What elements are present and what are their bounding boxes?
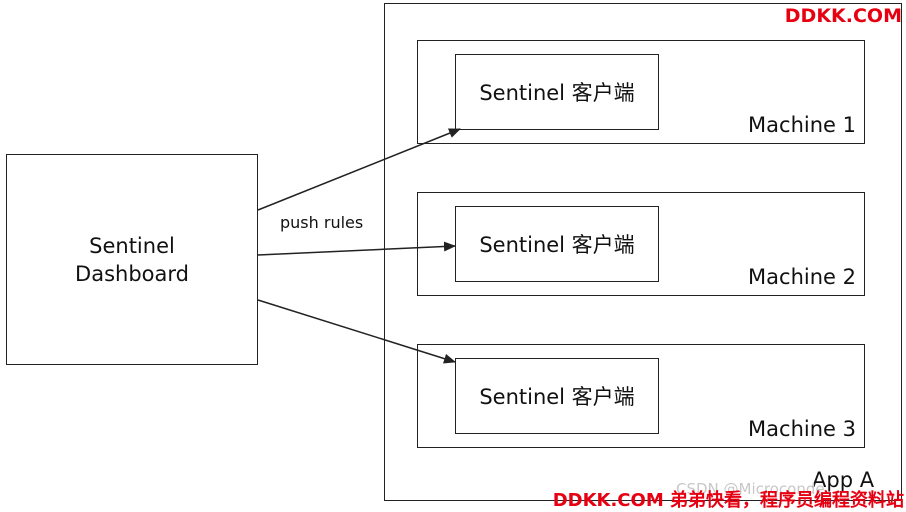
app-label: App A — [812, 468, 875, 492]
machine-3-label: Machine 3 — [748, 417, 856, 441]
machine-2-box: Sentinel 客户端 Machine 2 — [417, 192, 865, 296]
machine-3-box: Sentinel 客户端 Machine 3 — [417, 344, 865, 448]
arrow-to-machine-1 — [257, 128, 461, 211]
machine-2-label: Machine 2 — [748, 265, 856, 289]
sentinel-client-3: Sentinel 客户端 — [455, 358, 659, 434]
machine-1-box: Sentinel 客户端 Machine 1 — [417, 40, 865, 144]
sentinel-client-1: Sentinel 客户端 — [455, 54, 659, 130]
sentinel-dashboard-box: Sentinel Dashboard — [6, 154, 258, 365]
dashboard-label-line1: Sentinel — [89, 233, 175, 258]
push-rules-label: push rules — [280, 213, 364, 232]
watermark-bottom: DDKK.COM 弟弟快看，程序员编程资料站 — [552, 490, 904, 511]
watermark-csdn: CSDN @Microconde — [676, 480, 825, 498]
dashboard-label-line2: Dashboard — [75, 261, 189, 286]
arrow-to-machine-3 — [257, 299, 456, 364]
arrow-to-machine-2 — [257, 241, 456, 256]
watermark-top: DDKK.COM — [784, 5, 902, 27]
machine-1-label: Machine 1 — [748, 113, 856, 137]
